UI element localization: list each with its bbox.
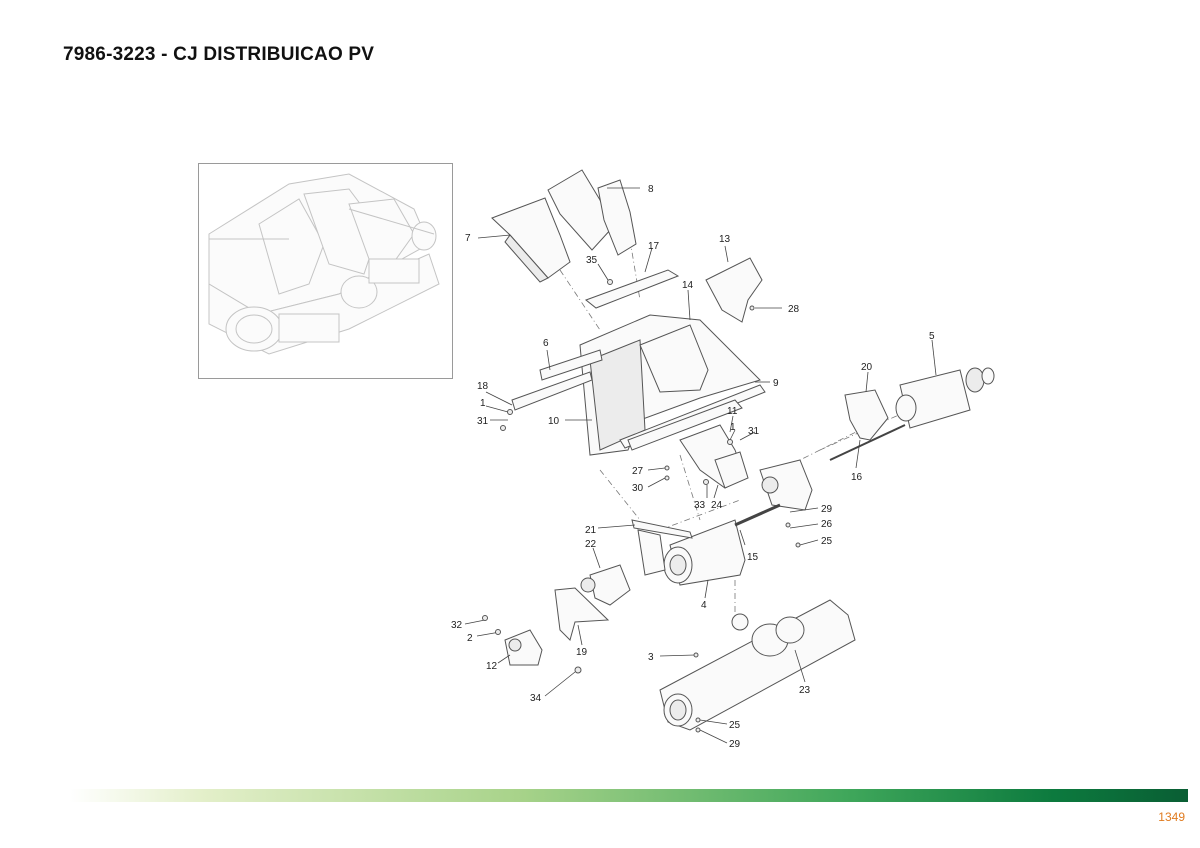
part-7-chute xyxy=(491,197,571,283)
overview-inset xyxy=(198,163,453,379)
callout-13: 13 xyxy=(719,234,731,245)
callout-1b: 1 xyxy=(730,422,736,433)
callout-18: 18 xyxy=(477,381,489,392)
callout-10: 10 xyxy=(548,416,560,427)
callout-26: 26 xyxy=(821,519,833,530)
callout-3: 3 xyxy=(648,652,654,663)
part-4-distributor-body xyxy=(631,503,781,586)
callout-11: 11 xyxy=(727,406,738,417)
callout-9: 9 xyxy=(773,378,779,389)
callout-31b: 31 xyxy=(748,426,760,437)
part-right-arm-assembly xyxy=(759,459,813,511)
part-8-chute xyxy=(547,169,637,256)
callout-35: 35 xyxy=(586,255,598,266)
callout-21: 21 xyxy=(585,525,597,536)
callout-27: 27 xyxy=(632,466,644,477)
part-23-lower-tube xyxy=(659,599,856,731)
callout-19: 19 xyxy=(576,647,588,658)
callout-23: 23 xyxy=(799,685,811,696)
callout-28: 28 xyxy=(788,304,800,315)
callout-4: 4 xyxy=(701,600,707,611)
fastener-dots xyxy=(482,279,801,733)
callout-labels: 8 7 17 35 13 14 28 6 5 20 18 9 1 31 10 1… xyxy=(451,184,935,750)
callout-2: 2 xyxy=(467,633,473,644)
callout-7: 7 xyxy=(465,233,471,244)
callout-32: 32 xyxy=(451,620,463,631)
callout-16: 16 xyxy=(851,472,863,483)
callout-33: 33 xyxy=(694,500,706,511)
callout-30: 30 xyxy=(632,483,644,494)
part-20-bracket xyxy=(844,389,889,441)
callout-25: 25 xyxy=(821,536,833,547)
callout-25b: 25 xyxy=(729,720,741,731)
callout-29b: 29 xyxy=(729,739,741,750)
overview-assembly-drawing xyxy=(208,173,440,355)
part-11-24-brackets xyxy=(679,424,749,489)
part-10-main-frame xyxy=(511,314,766,456)
callout-1: 1 xyxy=(480,398,486,409)
callout-6: 6 xyxy=(543,338,549,349)
footer-gradient-bar xyxy=(70,789,1188,802)
part-12-bracket xyxy=(504,629,543,666)
callout-14: 14 xyxy=(682,280,694,291)
callout-20: 20 xyxy=(861,362,873,373)
callout-24: 24 xyxy=(711,500,723,511)
part-13-bracket xyxy=(705,257,763,323)
callout-12: 12 xyxy=(486,661,498,672)
callout-5: 5 xyxy=(929,331,935,342)
callout-17: 17 xyxy=(648,241,660,252)
callout-31: 31 xyxy=(477,416,489,427)
overview-assembly xyxy=(208,173,440,355)
part-16-rod xyxy=(829,424,906,461)
callout-34: 34 xyxy=(530,693,542,704)
callout-8: 8 xyxy=(648,184,654,195)
callout-22: 22 xyxy=(585,539,597,550)
callout-29: 29 xyxy=(821,504,833,515)
part-17-plate xyxy=(584,269,680,309)
part-5-gearbox xyxy=(895,367,995,429)
callout-15: 15 xyxy=(747,552,759,563)
page-number: 1349 xyxy=(1158,810,1185,824)
assembly-guide-lines xyxy=(559,239,911,625)
part-22-19-brackets xyxy=(554,564,631,641)
page-title: 7986-3223 - CJ DISTRIBUICAO PV xyxy=(63,44,375,65)
